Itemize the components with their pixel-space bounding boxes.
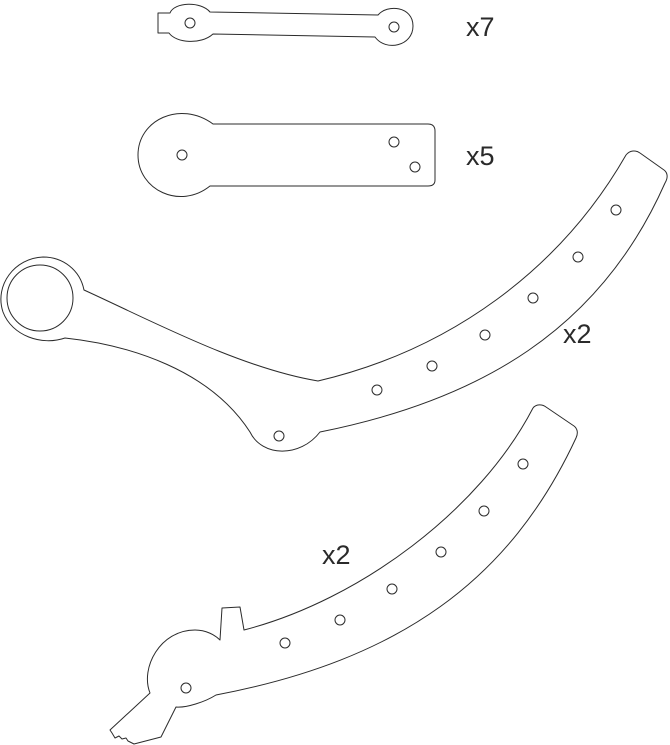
long-curved-arm-outline <box>0 150 668 452</box>
small-link-arm-outline <box>157 3 414 46</box>
small-link-arm-part <box>157 3 414 46</box>
curved-ratchet-arm-hole-1 <box>517 458 529 470</box>
long-curved-arm-hole-2 <box>572 251 584 263</box>
flat-bracket-plate-hole-left <box>176 149 188 161</box>
flat-bracket-plate-outline <box>137 113 436 197</box>
long-curved-arm-hole-pivot <box>273 430 285 442</box>
long-curved-arm-hole-1 <box>610 204 622 216</box>
curved-ratchet-arm-hole-6 <box>279 637 291 649</box>
flat-bracket-plate-part <box>137 113 436 197</box>
long-curved-arm-hole-4 <box>479 329 491 341</box>
quantity-label-small-link-arm: x7 <box>466 12 495 42</box>
long-curved-arm-hole-6 <box>371 384 383 396</box>
curved-ratchet-arm-outline <box>109 404 578 745</box>
curved-ratchet-arm-hole-pivot <box>180 682 192 694</box>
quantity-label-flat-bracket-plate: x5 <box>466 141 495 171</box>
small-link-arm-hole-right <box>388 21 400 33</box>
curved-ratchet-arm-hole-3 <box>435 546 447 558</box>
small-link-arm-hole-left <box>184 17 196 29</box>
flat-bracket-plate-hole-lower-right <box>409 161 421 173</box>
curved-ratchet-arm-hole-5 <box>334 614 346 626</box>
long-curved-arm-hole-5 <box>426 360 438 372</box>
ring-outer-circle <box>6 264 74 332</box>
curved-ratchet-arm-part <box>109 404 578 745</box>
flat-bracket-plate-hole-upper-right <box>388 136 400 148</box>
long-curved-arm-part <box>0 150 668 452</box>
long-curved-arm-hole-3 <box>527 292 539 304</box>
quantity-label-curved-ratchet-arm: x2 <box>322 540 351 570</box>
curved-ratchet-arm-hole-2 <box>478 505 490 517</box>
quantity-label-long-curved-arm: x2 <box>563 319 592 349</box>
curved-ratchet-arm-hole-4 <box>386 583 398 595</box>
